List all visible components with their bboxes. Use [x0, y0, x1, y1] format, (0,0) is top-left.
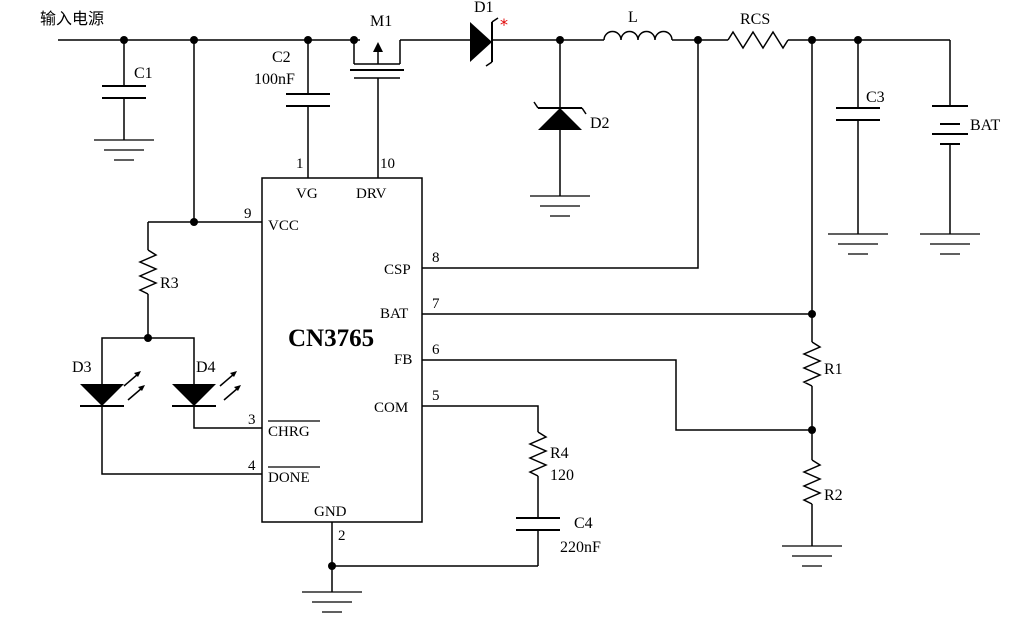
- chrg-wire: [193, 406, 262, 429]
- m1-label: M1: [370, 13, 392, 30]
- pin-gnd-name: GND: [314, 504, 347, 520]
- resistor-r4: [528, 431, 548, 518]
- pin-vg-name: VG: [296, 186, 318, 202]
- c3-label: C3: [866, 89, 885, 106]
- gnd-wire: [331, 522, 538, 567]
- ic-cn3765: [261, 177, 423, 523]
- c4-label: C4: [574, 515, 593, 532]
- pin-done-name: DONE: [268, 470, 310, 486]
- capacitor-c3: [836, 40, 880, 234]
- c2-value: 100nF: [254, 71, 295, 88]
- input-source-label: 输入电源: [40, 9, 104, 28]
- pin-bat-name: BAT: [380, 306, 408, 322]
- diode-d1: [470, 17, 604, 67]
- pin-vcc-number: 9: [244, 206, 252, 222]
- pin-done-number: 4: [248, 458, 256, 474]
- rcs-label: RCS: [740, 11, 770, 28]
- capacitor-c1: [102, 40, 146, 140]
- fb-wire: [422, 359, 812, 431]
- pin-chrg-number: 3: [248, 412, 256, 428]
- d1-marker: *: [500, 15, 508, 34]
- pin-vcc-name: VCC: [268, 218, 299, 234]
- ground-symbol: [530, 195, 590, 217]
- d2-label: D2: [590, 115, 610, 132]
- com-wire: [422, 405, 539, 432]
- r4-value: 120: [550, 467, 574, 484]
- pin-drv-number: 10: [380, 156, 395, 172]
- pin-com-number: 5: [432, 388, 440, 404]
- r1-label: R1: [824, 361, 843, 378]
- ground-symbol: [302, 591, 362, 613]
- led-d3: [80, 371, 145, 407]
- pin-vg-number: 1: [296, 156, 304, 172]
- d3-label: D3: [72, 359, 92, 376]
- chip-name: CN3765: [288, 325, 374, 352]
- capacitor-c4: [516, 517, 560, 566]
- pin-drv-name: DRV: [356, 186, 387, 202]
- csp-wire: [422, 40, 699, 269]
- pin-bat-number: 7: [432, 296, 440, 312]
- c2-label: C2: [272, 49, 291, 66]
- r3-label: R3: [160, 275, 179, 292]
- led-anode-wire: [101, 337, 195, 384]
- mosfet-m1: [350, 39, 470, 178]
- l-label: L: [628, 9, 638, 26]
- ground-symbol: [782, 545, 842, 567]
- c1-label: C1: [134, 65, 153, 82]
- d1-label: D1: [474, 0, 494, 16]
- d4-label: D4: [196, 359, 216, 376]
- pin-gnd-number: 2: [338, 528, 346, 544]
- resistor-r3: [138, 249, 158, 338]
- junction-dot: [808, 310, 816, 318]
- pin-csp-number: 8: [432, 250, 440, 266]
- pin-fb-number: 6: [432, 342, 440, 358]
- r4-label: R4: [550, 445, 569, 462]
- battery-bat: [932, 40, 968, 234]
- diode-d2: [533, 40, 587, 196]
- done-wire: [101, 406, 262, 475]
- capacitor-c2: [286, 40, 330, 178]
- pin-chrg-name: CHRG: [268, 424, 310, 440]
- c4-value: 220nF: [560, 539, 601, 556]
- pin-com-name: COM: [374, 400, 408, 416]
- resistor-rcs: [727, 30, 950, 50]
- pin-csp-name: CSP: [384, 262, 411, 278]
- bat-label: BAT: [970, 117, 1000, 134]
- pin-fb-name: FB: [394, 352, 412, 368]
- led-d4: [172, 371, 241, 407]
- ground-symbol: [920, 233, 980, 255]
- ground-symbol: [94, 139, 154, 161]
- inductor-l: [603, 30, 728, 41]
- r2-label: R2: [824, 487, 843, 504]
- resistor-r1: [802, 341, 822, 460]
- resistor-r2: [802, 459, 822, 546]
- ground-symbol: [828, 233, 888, 255]
